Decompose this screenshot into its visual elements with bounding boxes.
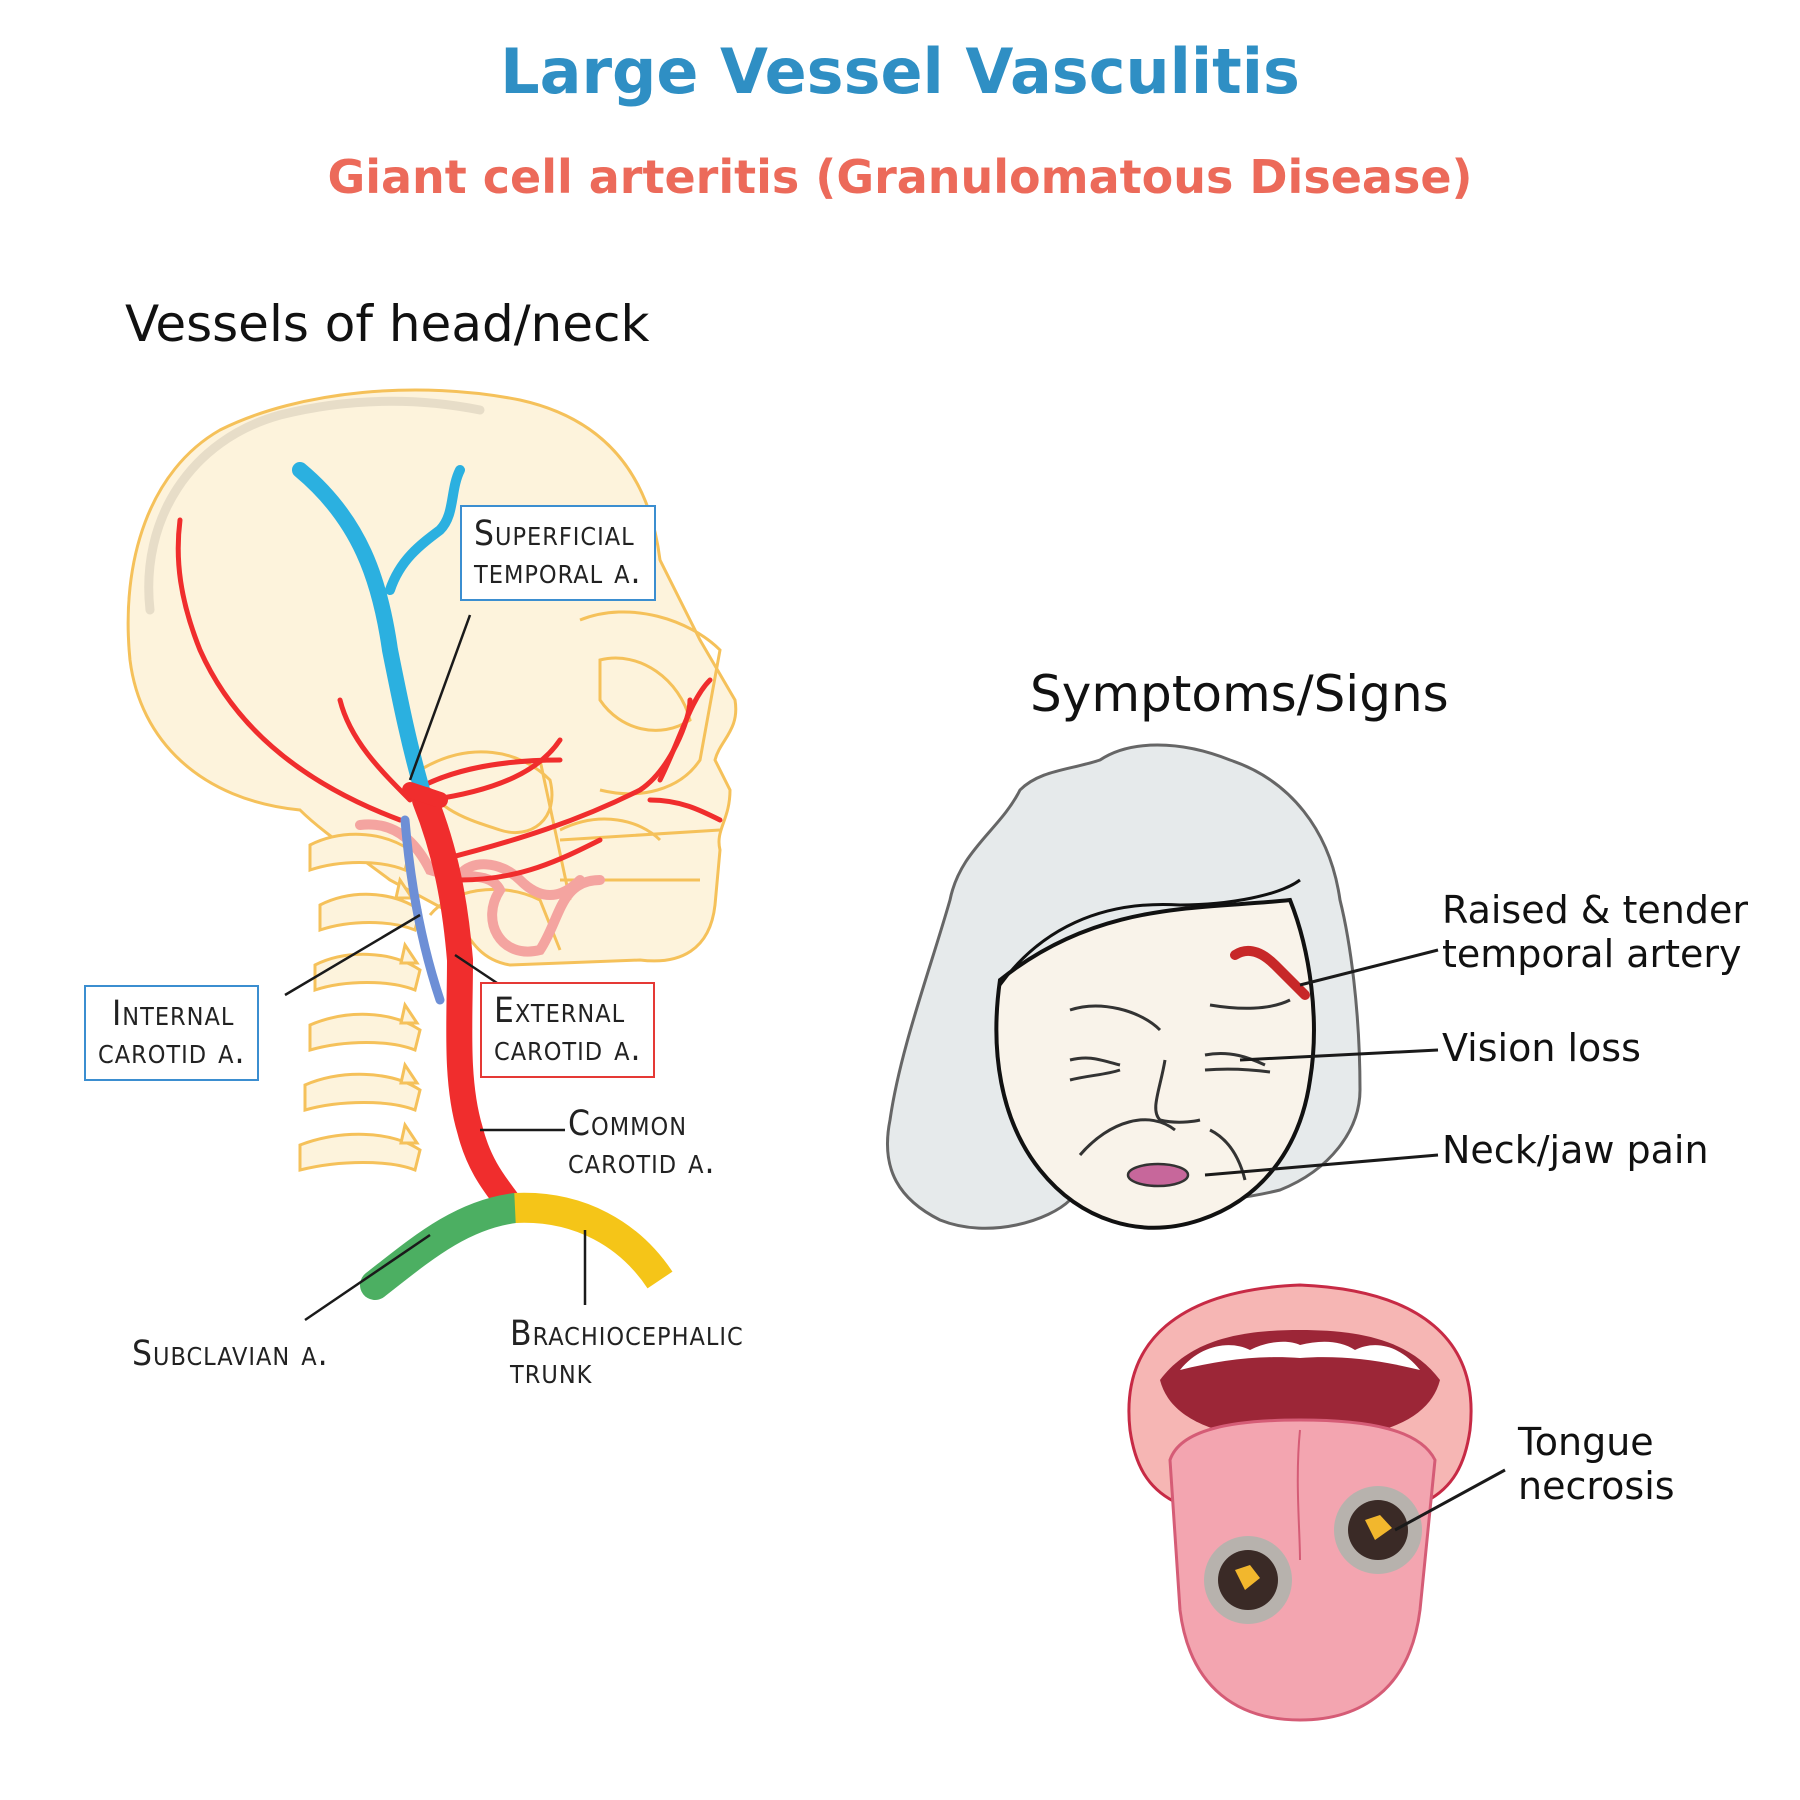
necrosis-lesion-left bbox=[1204, 1536, 1292, 1624]
page-subtitle: Giant cell arteritis (Granulomatous Dise… bbox=[327, 150, 1473, 204]
external-carotid-label: External carotid a. bbox=[480, 982, 656, 1078]
internal-carotid-artery bbox=[400, 815, 445, 1005]
superficial-temporal-artery bbox=[292, 462, 433, 808]
right-leader-lines bbox=[1204, 948, 1506, 1532]
neck-jaw-pain-sign: Neck/jaw pain bbox=[1442, 1128, 1709, 1172]
tongue-illustration bbox=[1127, 1283, 1473, 1722]
common-carotid-artery bbox=[412, 787, 523, 1218]
superficial-temporal-label: Superficial temporal a. bbox=[460, 505, 656, 601]
symptoms-heading: Symptoms/Signs bbox=[1030, 665, 1449, 723]
common-carotid-label: Common carotid a. bbox=[568, 1104, 716, 1182]
subclavian-artery bbox=[360, 1193, 530, 1300]
skull-illustration bbox=[126, 388, 738, 967]
temporal-artery-sign: Raised & tender temporal artery bbox=[1442, 888, 1748, 976]
cervical-vertebrae bbox=[298, 832, 422, 1173]
raised-temporal-artery bbox=[1230, 945, 1310, 1000]
internal-carotid-label: Internal carotid a. bbox=[84, 985, 260, 1081]
maxillary-artery bbox=[355, 819, 605, 957]
subclavian-label: Subclavian a. bbox=[132, 1334, 329, 1374]
brachiocephalic-label: Brachiocephalic trunk bbox=[510, 1314, 744, 1392]
vessels-heading: Vessels of head/neck bbox=[125, 295, 650, 353]
brachiocephalic-trunk bbox=[514, 1192, 673, 1289]
elderly-woman-face bbox=[885, 743, 1362, 1230]
vision-loss-sign: Vision loss bbox=[1442, 1026, 1641, 1070]
page-title: Large Vessel Vasculitis bbox=[500, 35, 1300, 108]
left-leader-lines bbox=[284, 614, 587, 1322]
tongue-necrosis-sign: Tongue necrosis bbox=[1518, 1420, 1675, 1508]
necrosis-lesion-right bbox=[1334, 1486, 1422, 1574]
